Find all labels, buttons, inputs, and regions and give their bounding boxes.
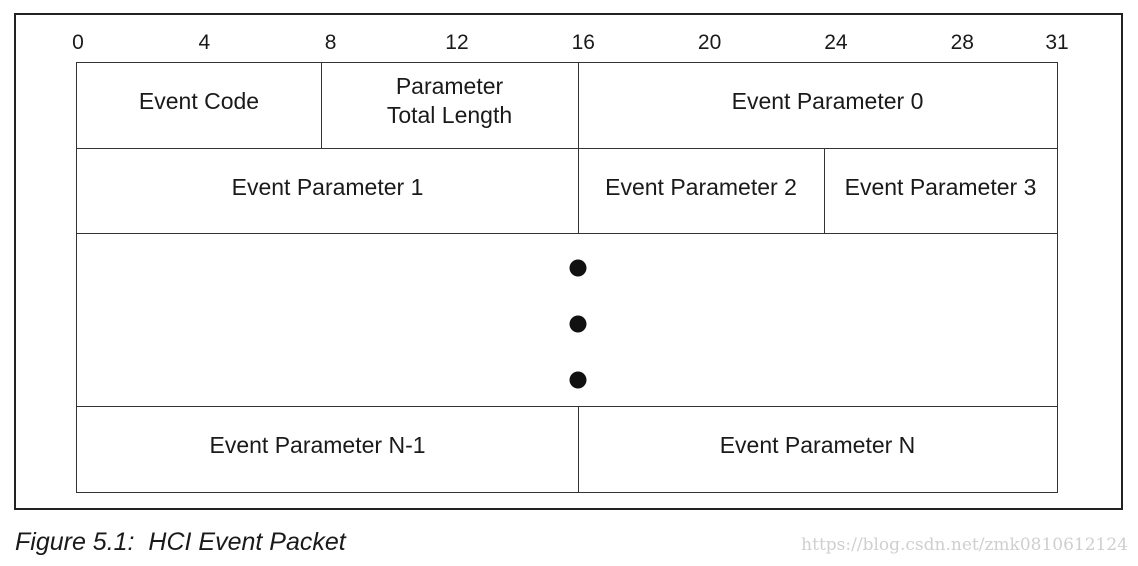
figure-caption: Figure 5.1: HCI Event Packet: [15, 528, 346, 556]
column-divider: [578, 406, 579, 492]
bit-tick-label: 24: [824, 31, 848, 54]
column-divider: [321, 63, 322, 148]
watermark: https://blog.csdn.net/zmk0810612124: [801, 535, 1128, 555]
row-divider: [77, 233, 1057, 234]
row-divider: [77, 148, 1057, 149]
field-event-parameter-n: Event Parameter N: [719, 431, 916, 458]
bit-tick-label: 31: [1045, 31, 1069, 54]
hci-event-packet-table: Event Code Parameter Total Length Event …: [76, 62, 1058, 493]
bit-tick-label: 0: [72, 31, 84, 54]
column-divider: [824, 148, 825, 233]
bit-tick-label: 4: [198, 31, 211, 54]
bit-tick-label: 8: [324, 31, 337, 54]
bit-tick-label: 12: [445, 31, 469, 54]
column-divider: [578, 63, 579, 233]
figure-frame: [14, 13, 1123, 510]
ellipsis-dot: [569, 315, 587, 333]
bit-tick-label: 20: [697, 31, 722, 54]
ellipsis-dot: [569, 371, 587, 389]
bit-tick-label: 16: [571, 31, 595, 54]
field-event-parameter-1: Event Parameter 1: [231, 173, 424, 200]
field-event-parameter-2: Event Parameter 2: [605, 173, 797, 200]
field-event-parameter-3: Event Parameter 3: [844, 173, 1037, 200]
field-parameter-total-length: Parameter Total Length: [386, 73, 513, 128]
field-event-parameter-0: Event Parameter 0: [731, 87, 924, 114]
ellipsis-dot: [569, 259, 587, 277]
field-event-code: Event Code: [138, 87, 260, 114]
row-divider: [77, 406, 1057, 407]
field-event-parameter-n-minus-1: Event Parameter N-1: [209, 431, 426, 458]
bit-tick-label: 28: [950, 31, 974, 54]
